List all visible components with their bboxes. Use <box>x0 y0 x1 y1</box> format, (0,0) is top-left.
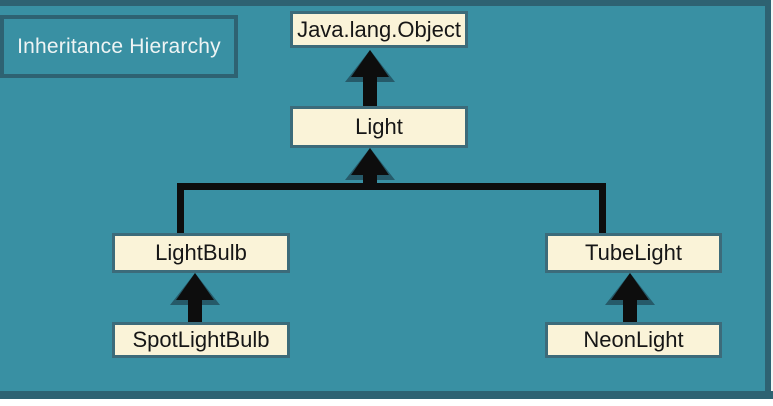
arrow-neonlight-to-tubelight <box>605 273 655 323</box>
arrow-shaft <box>363 74 377 107</box>
node-spotlightbulb: SpotLightBulb <box>112 322 290 358</box>
arrow-spotlightbulb-to-lightbulb <box>170 273 220 323</box>
node-label: Java.lang.Object <box>297 16 461 42</box>
arrowhead <box>611 273 649 300</box>
node-tubelight: TubeLight <box>545 233 722 273</box>
node-label: Light <box>355 114 403 139</box>
arrow-shaft <box>623 297 637 323</box>
branch-left-vertical <box>177 183 184 234</box>
arrowhead-shadow <box>605 273 655 305</box>
arrowhead <box>351 148 389 175</box>
node-java-lang-object: Java.lang.Object <box>290 11 468 48</box>
arrow-light-to-java-lang-object <box>345 50 395 107</box>
arrowhead-shadow <box>345 50 395 82</box>
arrowhead <box>351 50 389 77</box>
branch-horizontal-bar <box>177 183 606 190</box>
frame-right-strip <box>765 0 771 399</box>
frame-bottom-strip <box>0 391 773 399</box>
arrowhead-shadow <box>170 273 220 305</box>
frame-right-white-edge <box>771 0 773 399</box>
arrowhead-shadow <box>345 148 395 180</box>
node-light: Light <box>290 106 468 148</box>
title-box: Inheritance Hierarchy <box>0 15 238 78</box>
title-label: Inheritance Hierarchy <box>17 34 221 58</box>
arrow-shaft <box>363 170 377 190</box>
node-lightbulb: LightBulb <box>112 233 290 273</box>
arrow-shaft <box>188 297 202 323</box>
frame-top-strip <box>0 0 773 6</box>
node-label: TubeLight <box>584 240 683 265</box>
node-label: SpotLightBulb <box>132 327 270 352</box>
branch-connector <box>177 148 606 234</box>
arrowhead <box>176 273 214 300</box>
node-label: NeonLight <box>583 327 684 352</box>
node-label: LightBulb <box>155 240 247 265</box>
frame-bottom-white-strip <box>0 399 773 406</box>
node-neonlight: NeonLight <box>545 322 722 358</box>
branch-right-vertical <box>599 183 606 234</box>
